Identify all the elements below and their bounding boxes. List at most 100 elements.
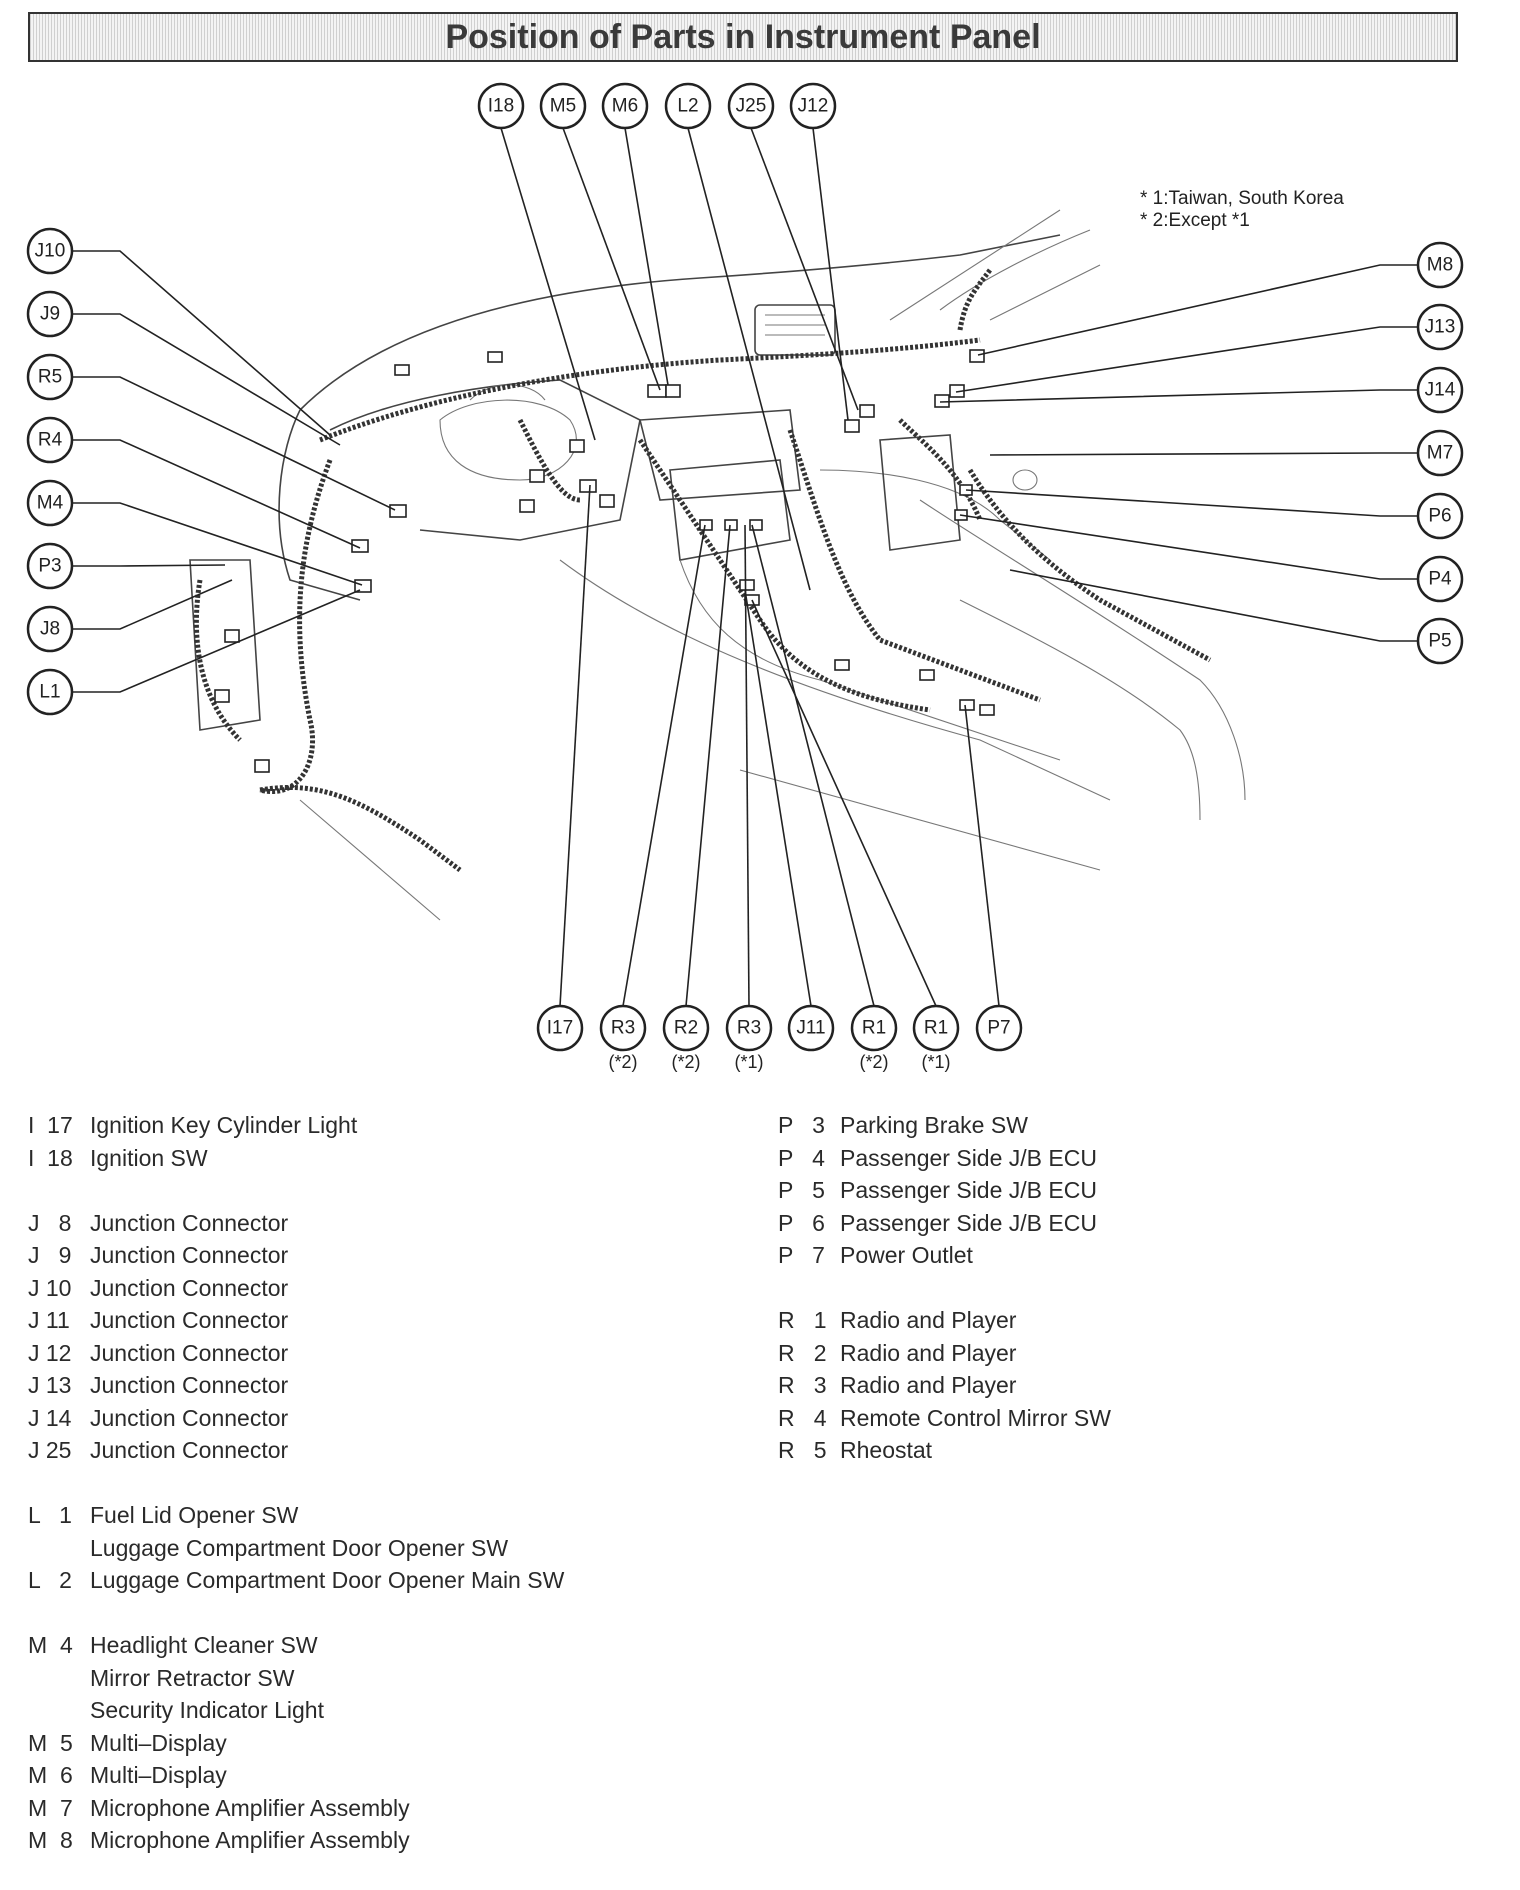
legend-part-name: Junction Connector	[90, 1372, 289, 1398]
region-notes: * 1:Taiwan, South Korea * 2:Except *1	[1140, 188, 1344, 231]
legend-code: J 13	[28, 1372, 72, 1398]
svg-text:R5: R5	[38, 367, 62, 388]
callout-note-r3-star1: (*1)	[734, 1052, 763, 1072]
legend-code: M 7	[28, 1794, 73, 1821]
callout-left-j9: J9	[26, 290, 74, 338]
legend-part-name: Passenger Side J/B ECU	[840, 1209, 1097, 1236]
legend-code: L 1	[28, 1502, 72, 1528]
legend-part-name: Multi–Display	[90, 1729, 227, 1756]
callout-right-m8: M8	[1416, 241, 1464, 289]
legend-code: R 2	[778, 1339, 827, 1366]
svg-text:R1: R1	[862, 1018, 886, 1039]
svg-text:P6: P6	[1428, 506, 1451, 527]
callout-right-p5: P5	[1416, 617, 1464, 665]
legend-code: J 10	[28, 1274, 72, 1301]
callout-note-r1-star2: (*2)	[859, 1052, 888, 1072]
legend-part-name: Junction Connector	[90, 1404, 289, 1431]
callout-top-l2: L2	[664, 82, 712, 130]
dashboard-outline	[189, 209, 1246, 921]
legend-code: M 6	[28, 1762, 73, 1788]
callout-right-p6: P6	[1416, 492, 1464, 540]
callout-left-l1: L1	[26, 668, 74, 716]
legend-part-name: Ignition SW	[90, 1144, 208, 1171]
callout-left-r5: R5	[26, 353, 74, 401]
legend-part-name: Passenger Side J/B ECU	[840, 1177, 1097, 1203]
legend-part-name: Headlight Cleaner SW	[90, 1632, 318, 1658]
legend-part-name: Luggage Compartment Door Opener SW	[90, 1534, 509, 1561]
legend-part-name: Junction Connector	[90, 1339, 289, 1366]
callout-top-m6: M6	[601, 82, 649, 130]
legend-code: P 7	[778, 1242, 825, 1268]
callout-note-r3-star2: (*2)	[608, 1052, 637, 1072]
svg-text:J11: J11	[796, 1018, 825, 1039]
svg-text:R3: R3	[737, 1018, 761, 1039]
legend-code: M 5	[28, 1729, 73, 1756]
connector-blocks	[214, 349, 995, 773]
legend-code: J 12	[28, 1339, 72, 1366]
wire-harness	[193, 268, 1212, 872]
legend-part-name: Junction Connector	[90, 1307, 289, 1333]
callout-right-j14: J14	[1416, 366, 1464, 414]
svg-text:I18: I18	[488, 96, 514, 117]
callout-left-r4: R4	[26, 416, 74, 464]
legend-code: M 8	[28, 1827, 73, 1853]
legend-code: L 2	[28, 1567, 72, 1593]
callout-bottom-r1-star2: R1	[850, 1004, 898, 1052]
legend-code: I 18	[28, 1144, 73, 1171]
callout-top-j25: J25	[727, 82, 775, 130]
legend-part-name: Power Outlet	[840, 1242, 973, 1268]
callout-left-p3: P3	[26, 542, 74, 590]
legend-code: R 4	[778, 1404, 827, 1431]
legend-code: J 14	[28, 1404, 72, 1431]
legend-part-name: Security Indicator Light	[90, 1697, 324, 1723]
svg-text:P5: P5	[1428, 631, 1451, 652]
svg-text:I17: I17	[547, 1018, 573, 1039]
callout-bottom-r3-star1: R3	[725, 1004, 773, 1052]
legend-part-name: Fuel Lid Opener SW	[90, 1502, 299, 1528]
callout-right-m7: M7	[1416, 429, 1464, 477]
callout-right-p4: P4	[1416, 555, 1464, 603]
leader-lines	[72, 127, 1418, 1007]
svg-text:J10: J10	[35, 241, 66, 262]
legend-code: I 17	[28, 1112, 73, 1138]
legend-part-name: Junction Connector	[90, 1242, 289, 1268]
legend-part-name: Radio and Player	[840, 1307, 1017, 1333]
svg-text:M8: M8	[1427, 255, 1453, 276]
callout-bottom-r2-star2: R2	[662, 1004, 710, 1052]
callout-bottom-i17: I17	[536, 1004, 584, 1052]
svg-text:P7: P7	[987, 1018, 1010, 1039]
callout-bottom-r3-star2: R3	[599, 1004, 647, 1052]
callout-bottom-r1-star1: R1	[912, 1004, 960, 1052]
legend-part-name: Junction Connector	[90, 1437, 289, 1463]
legend-code: P 3	[778, 1112, 825, 1138]
svg-text:R4: R4	[38, 430, 63, 451]
callout-left-j8: J8	[26, 605, 74, 653]
legend-code: R 3	[778, 1372, 827, 1398]
legend-part-name: Mirror Retractor SW	[90, 1664, 295, 1691]
callout-top-j12: J12	[789, 82, 837, 130]
legend-part-name: Luggage Compartment Door Opener Main SW	[90, 1567, 565, 1593]
svg-text:R2: R2	[674, 1018, 698, 1039]
svg-text:L2: L2	[677, 96, 698, 117]
svg-text:J13: J13	[1425, 317, 1456, 338]
instrument-panel-diagram: * 1:Taiwan, South Korea * 2:Except *1 I1…	[26, 82, 1464, 1072]
svg-text:J14: J14	[1425, 380, 1456, 401]
callout-top-m5: M5	[539, 82, 587, 130]
svg-text:M6: M6	[612, 96, 638, 117]
legend-part-name: Passenger Side J/B ECU	[840, 1144, 1097, 1171]
legend-part-name: Rheostat	[840, 1437, 933, 1463]
legend-code: J 25	[28, 1437, 72, 1463]
legend-part-name: Ignition Key Cylinder Light	[90, 1112, 358, 1138]
svg-text:M4: M4	[37, 493, 64, 514]
legend-part-name: Junction Connector	[90, 1209, 289, 1236]
legend-code: J 8	[28, 1209, 72, 1236]
legend-code: J 11	[28, 1307, 70, 1333]
callout-bottom-p7: P7	[975, 1004, 1023, 1052]
note-2: * 2:Except *1	[1140, 210, 1250, 231]
svg-text:P4: P4	[1428, 569, 1452, 590]
svg-text:P3: P3	[38, 556, 61, 577]
legend-code: P 5	[778, 1177, 825, 1203]
legend-part-name: Microphone Amplifier Assembly	[90, 1794, 410, 1821]
page-title: Position of Parts in Instrument Panel	[445, 17, 1041, 56]
legend-code: P 6	[778, 1209, 825, 1236]
